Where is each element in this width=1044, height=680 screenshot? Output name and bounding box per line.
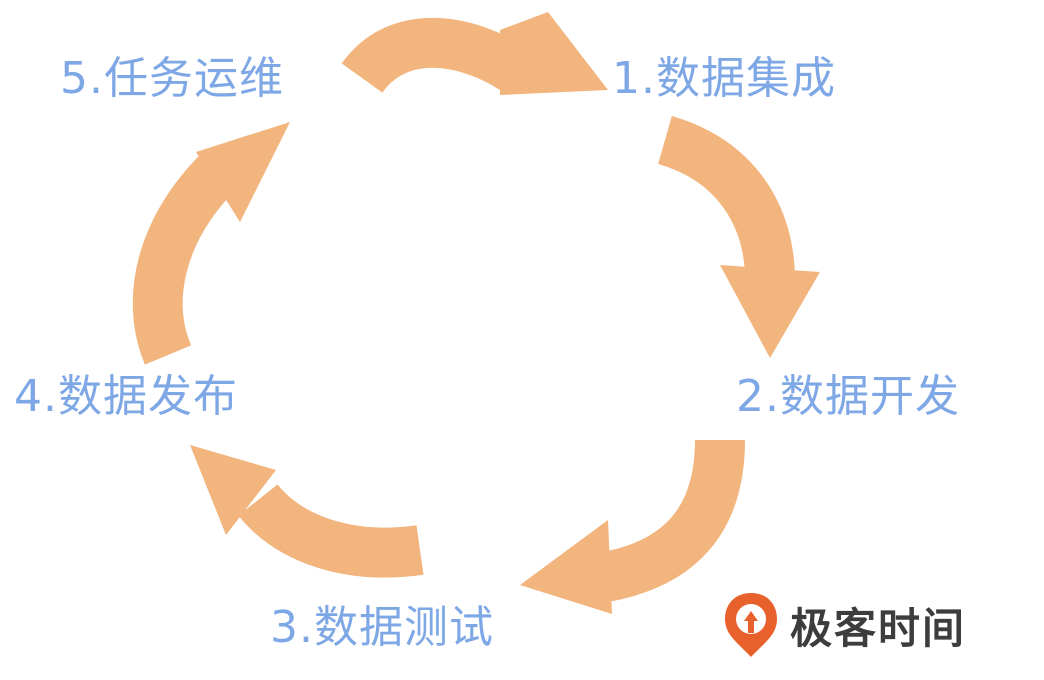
arrow-4-to-5 xyxy=(132,122,290,365)
arrow-5-to-1 xyxy=(341,12,608,95)
step-5-label: 5.任务运维 xyxy=(60,53,284,104)
geektime-logo-icon xyxy=(725,593,777,657)
arrow-3-to-4 xyxy=(190,445,424,578)
brand-name: 极客时间 xyxy=(790,603,967,653)
arrow-1-to-2 xyxy=(657,115,820,358)
step-3-label: 3.数据测试 xyxy=(270,602,494,653)
step-2-label: 2.数据开发 xyxy=(736,371,960,422)
step-4-label: 4.数据发布 xyxy=(14,371,238,422)
brand-watermark: 极客时间 xyxy=(722,590,966,660)
arrow-2-to-3 xyxy=(520,439,745,614)
step-1-label: 1.数据集成 xyxy=(612,53,836,104)
